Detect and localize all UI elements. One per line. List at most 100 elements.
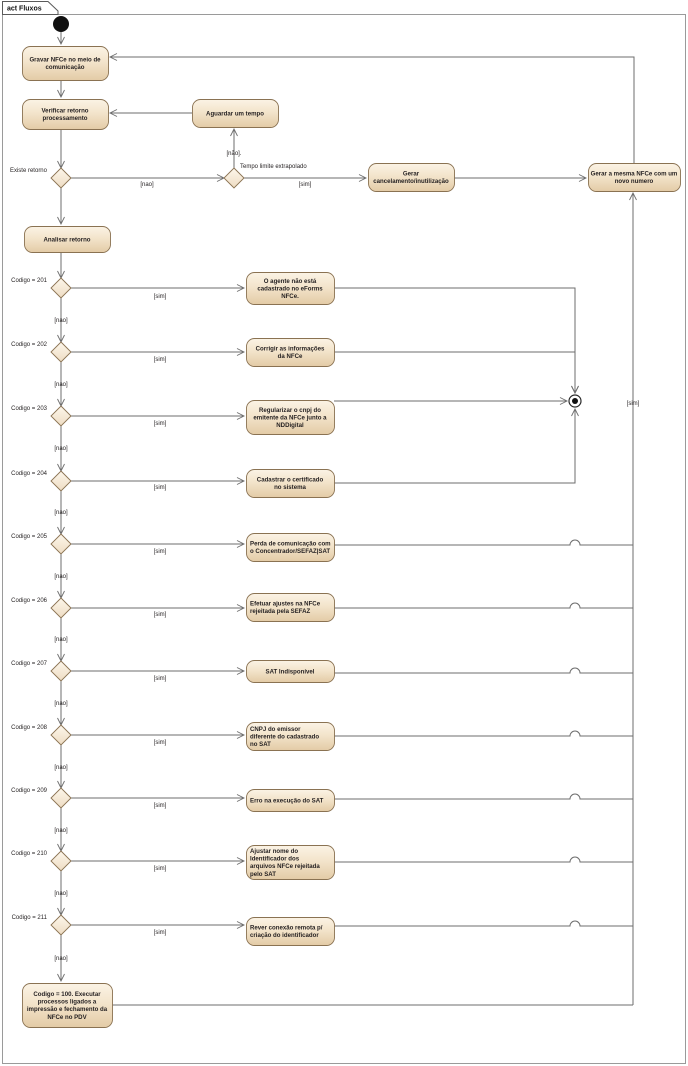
action-shape [588,163,681,192]
guard-label: [sim] [154,485,167,491]
decision-shape [50,914,72,936]
initial-node[interactable] [53,16,69,32]
decision-label: Codigo = 210 [11,851,48,857]
decision-node-d_existe[interactable] [50,167,72,189]
decision-node-d204[interactable] [50,470,72,492]
guard-label: [não]. [226,151,241,157]
decision-node-d207[interactable] [50,660,72,682]
decision-label: Codigo = 203 [11,406,48,412]
guard-label: [sim] [154,803,167,809]
guard-label: [nao] [54,574,68,580]
action-shape [22,983,113,1028]
guard-label: [sim] [154,421,167,427]
guard-label: [nao] [54,701,68,707]
guard-label: [nao] [140,182,154,188]
guard-label: [nao] [54,765,68,771]
decision-node-d205[interactable] [50,533,72,555]
decision-label: Tempo limite extrapolado [240,164,307,170]
guard-label: [sim] [154,357,167,363]
decision-label: Codigo = 201 [11,278,48,284]
diagram-frame-tab [2,1,59,15]
decision-node-d206[interactable] [50,597,72,619]
guard-label: [sim] [154,866,167,872]
action-shape [246,593,335,622]
decision-label: Codigo = 204 [11,471,48,477]
decision-label: Codigo = 206 [11,598,48,604]
decision-shape [50,277,72,299]
edge-layer [57,32,637,1006]
decision-node-d210[interactable] [50,850,72,872]
decision-label: Codigo = 207 [11,661,48,667]
decision-label: Codigo = 209 [11,788,48,794]
decision-label: Existe retorno [10,168,48,174]
guard-label: [sim] [154,676,167,682]
action-shape [24,226,111,253]
action-shape [246,660,335,683]
diagram-frame-border [2,14,686,1064]
decision-label: Codigo = 202 [11,342,48,348]
action-node-a207[interactable]: SAT Indisponível [246,660,335,683]
action-node-a211[interactable]: Rever conexão remota p/criação do identi… [246,917,335,946]
decision-shape [50,597,72,619]
label-layer: Existe retorno Tempo limite extrapoladoCo… [10,151,640,962]
action-shape [246,338,335,367]
guard-label: [nao] [54,446,68,452]
decision-shape [223,167,245,189]
edge [334,856,633,863]
decision-node-d_tempo[interactable] [223,167,245,189]
edge [334,351,579,395]
decision-node-d209[interactable] [50,787,72,809]
action-shape [246,469,335,498]
decision-node-d201[interactable] [50,277,72,299]
edge [334,667,633,674]
decision-node-d211[interactable] [50,914,72,936]
action-node-aguardar[interactable]: Aguardar um tempo [192,99,279,128]
action-node-a209[interactable]: Erro na execução do SAT [246,789,335,812]
action-shape [22,46,109,81]
action-node-analisar[interactable]: Analisar retorno [24,226,111,253]
decision-node-d208[interactable] [50,724,72,746]
guard-label: [nao] [54,891,68,897]
decision-shape [50,724,72,746]
edge [108,53,635,163]
edge [334,407,579,484]
action-label: Analisar retorno [43,236,90,243]
guard-label: [nao] [54,382,68,388]
action-shape [192,99,279,128]
guard-label: [nao] [54,637,68,643]
guard-label: [sim] [627,401,640,407]
decision-node-d202[interactable] [50,341,72,363]
decision-shape [50,405,72,427]
action-shape [246,272,335,305]
decision-shape [50,850,72,872]
activity-final-node[interactable] [568,394,582,408]
decision-node-d203[interactable] [50,405,72,427]
guard-label: [sim] [299,182,312,188]
action-shape [246,533,335,562]
decision-shape [50,533,72,555]
guard-label: [nao] [54,828,68,834]
action-shape [246,917,335,946]
diagram-tab-label: act Fluxos [7,6,42,13]
